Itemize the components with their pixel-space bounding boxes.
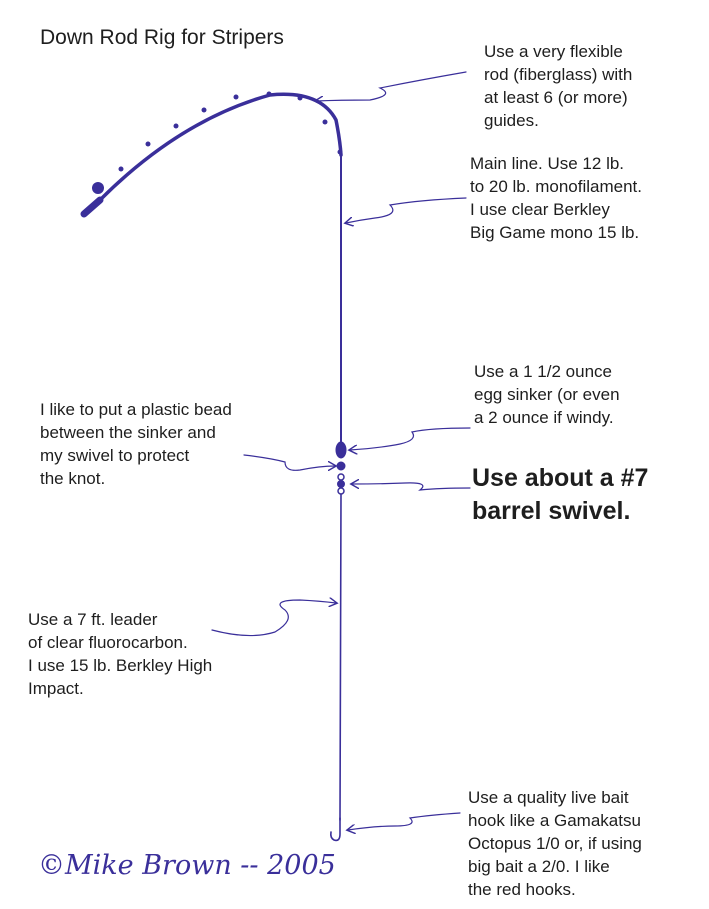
arrows: [211, 71, 471, 830]
barrel-swivel: [337, 473, 345, 495]
hook-icon: [330, 817, 341, 842]
bead-note: I like to put a plastic bead between the…: [40, 400, 232, 488]
leader-line: [339, 493, 342, 821]
fishing-rod: [80, 91, 343, 218]
egg-sinker: [335, 441, 347, 459]
rod-guides: [118, 91, 343, 172]
main-line-note: Main line. Use 12 lb. to 20 lb. monofila…: [470, 154, 642, 242]
sinker-note: Use a 1 1/2 ounce egg sinker (or even a …: [474, 362, 620, 427]
swivel-note: Use about a #7 barrel swivel.: [472, 464, 649, 525]
leader-note: Use a 7 ft. leader of clear fluorocarbon…: [28, 610, 213, 698]
signature: ©Mike Brown -- 2005: [38, 850, 336, 881]
bead: [336, 461, 346, 471]
hook-note: Use a quality live bait hook like a Gama…: [468, 788, 642, 899]
page-title: Down Rod Rig for Stripers: [40, 26, 284, 49]
rod-note: Use a very flexible rod (fiberglass) wit…: [484, 42, 633, 130]
reel-icon: [92, 182, 104, 194]
